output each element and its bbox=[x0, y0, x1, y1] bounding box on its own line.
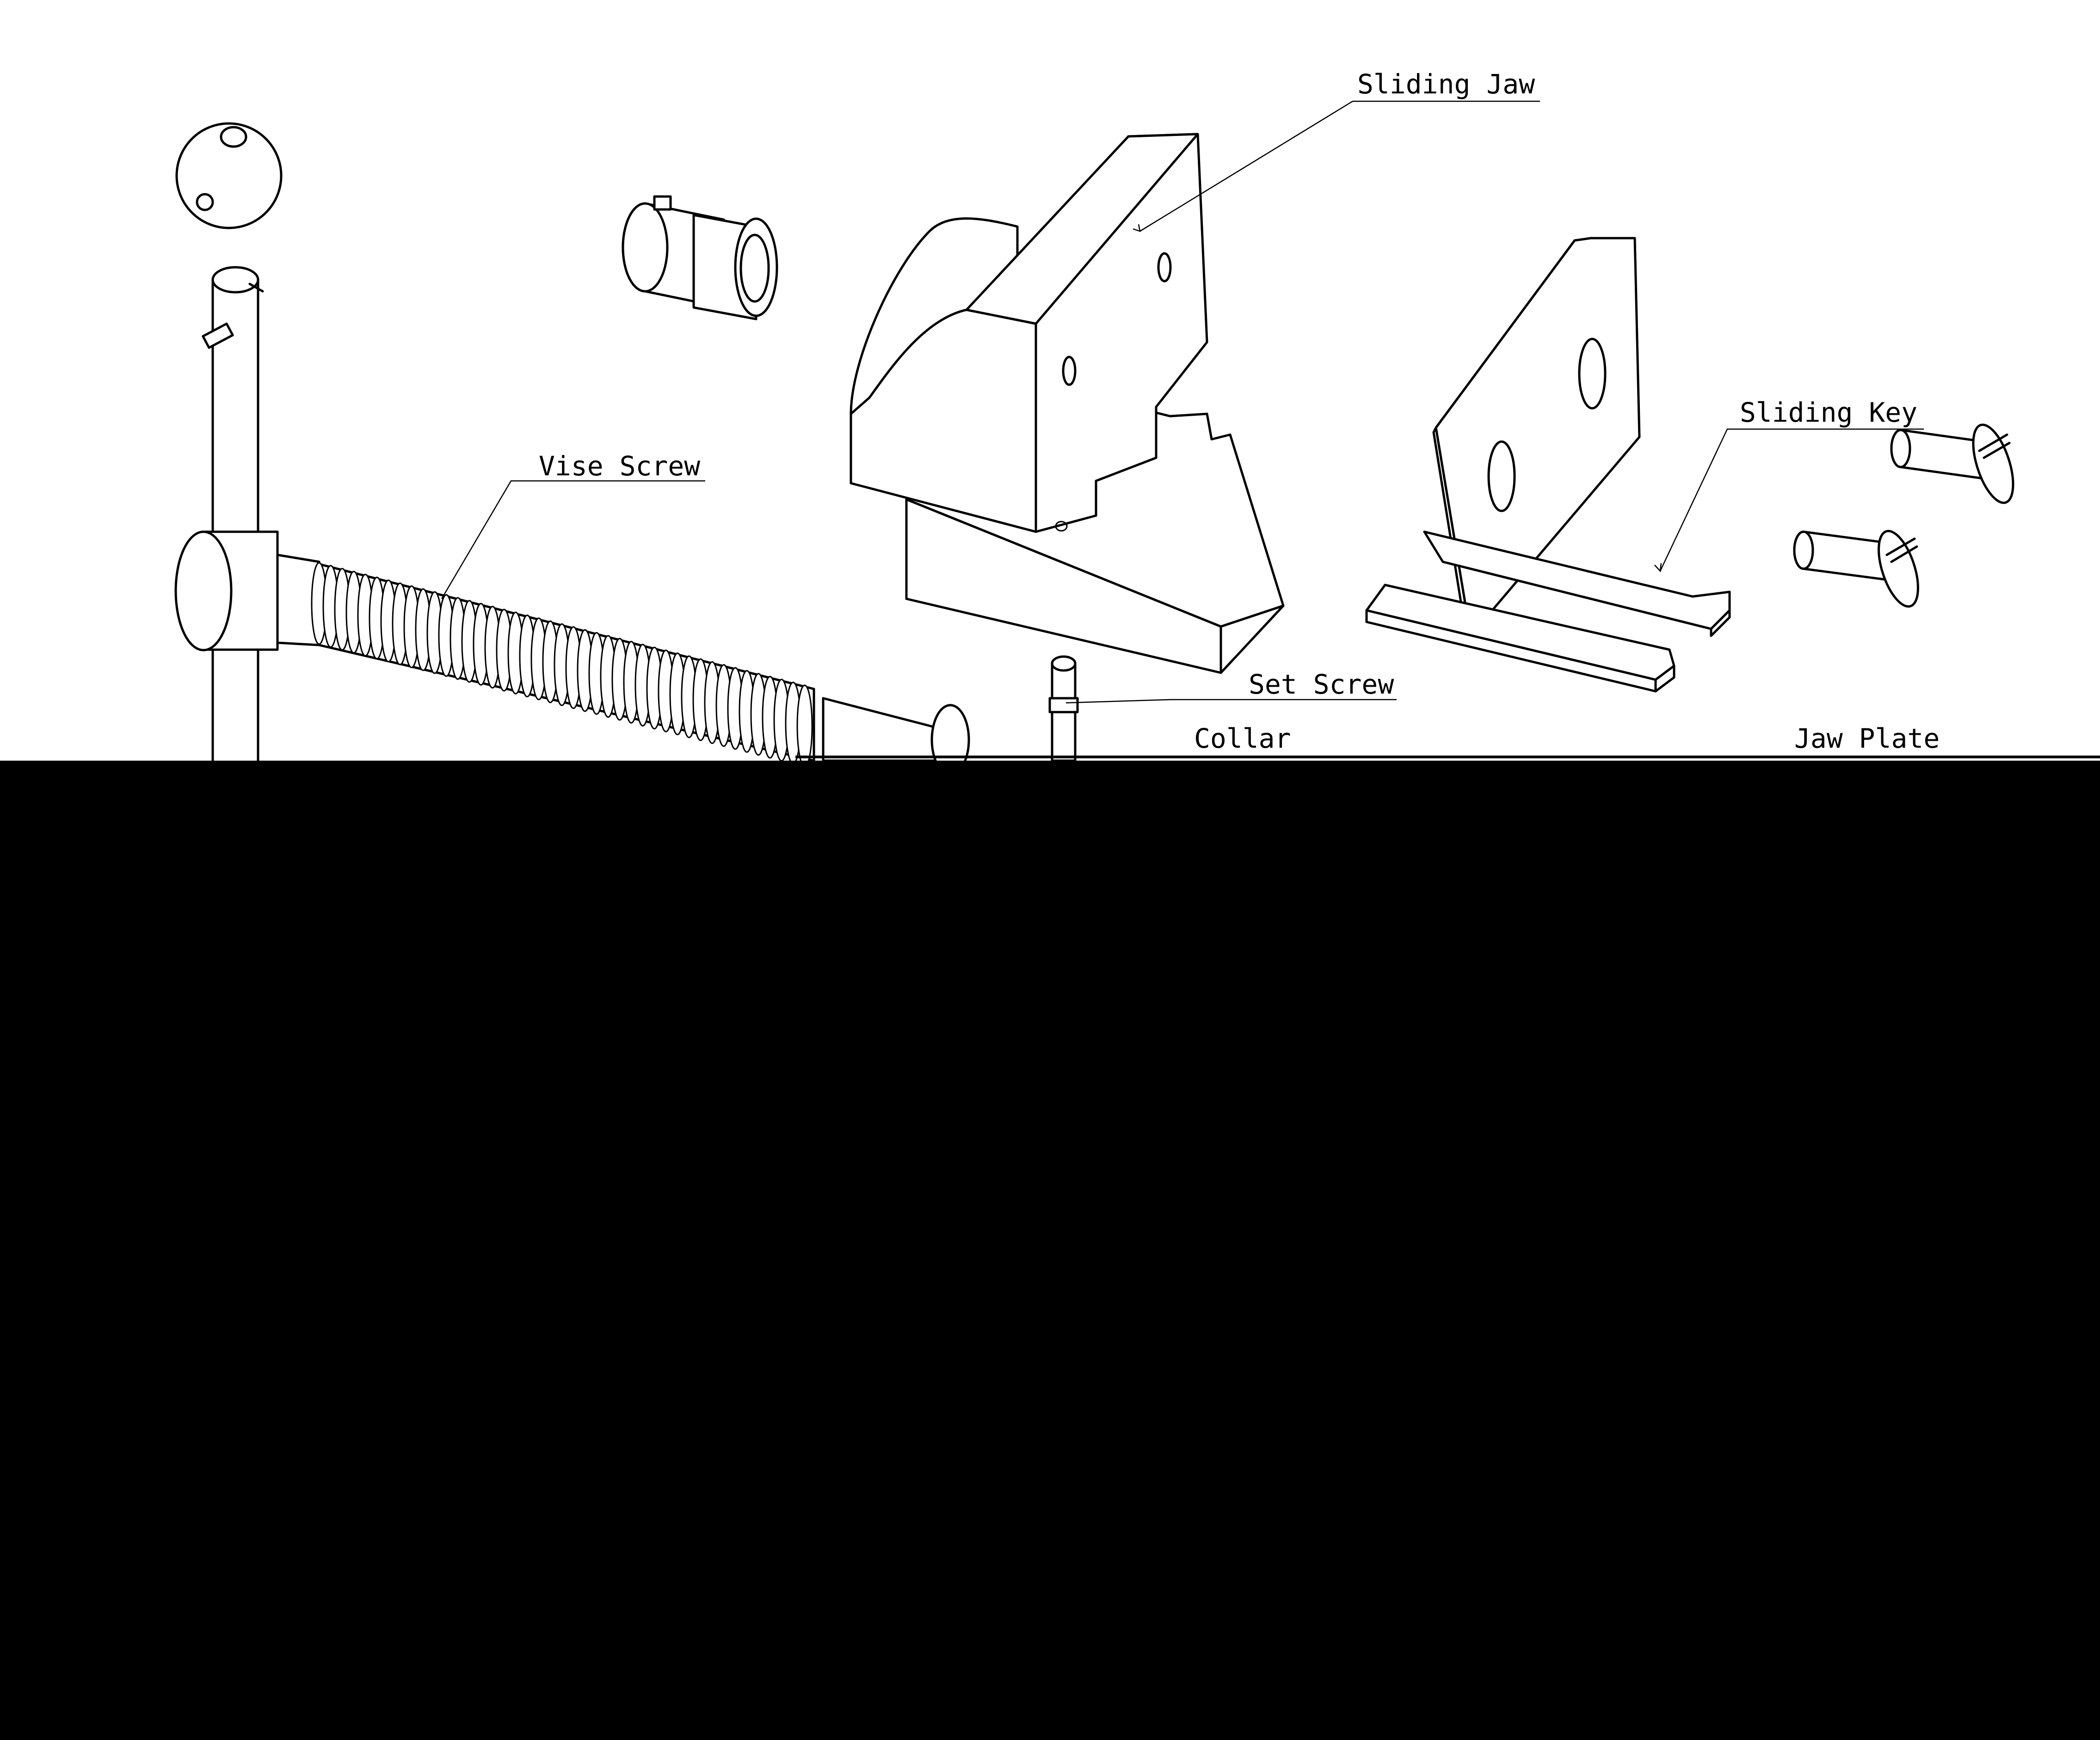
sliding-key bbox=[1365, 530, 1731, 693]
label-vise-screw: Vise Screw bbox=[539, 450, 700, 482]
label-sliding-jaw: Sliding Jaw bbox=[1357, 68, 1535, 100]
label-jaw-plate: Jaw Plate bbox=[1794, 723, 1940, 754]
jaw-plate bbox=[1432, 237, 1641, 637]
set-screw bbox=[1048, 655, 1079, 762]
vise-screw bbox=[174, 530, 970, 776]
handle-rod bbox=[202, 266, 264, 764]
leader-lines bbox=[441, 100, 1924, 704]
handle-ball bbox=[175, 122, 283, 229]
occluded-region bbox=[0, 761, 2100, 1740]
flat-head-screw-1 bbox=[1890, 424, 2014, 504]
label-set-screw: Set Screw bbox=[1249, 669, 1394, 700]
label-sliding-key: Sliding Key bbox=[1740, 397, 1917, 428]
sliding-jaw bbox=[850, 133, 1285, 674]
screw-threads bbox=[311, 562, 813, 768]
collar-part bbox=[622, 195, 778, 320]
label-collar: Collar bbox=[1194, 723, 1291, 754]
thread-ring bbox=[796, 684, 813, 768]
flat-head-screw-2 bbox=[1793, 529, 1919, 608]
